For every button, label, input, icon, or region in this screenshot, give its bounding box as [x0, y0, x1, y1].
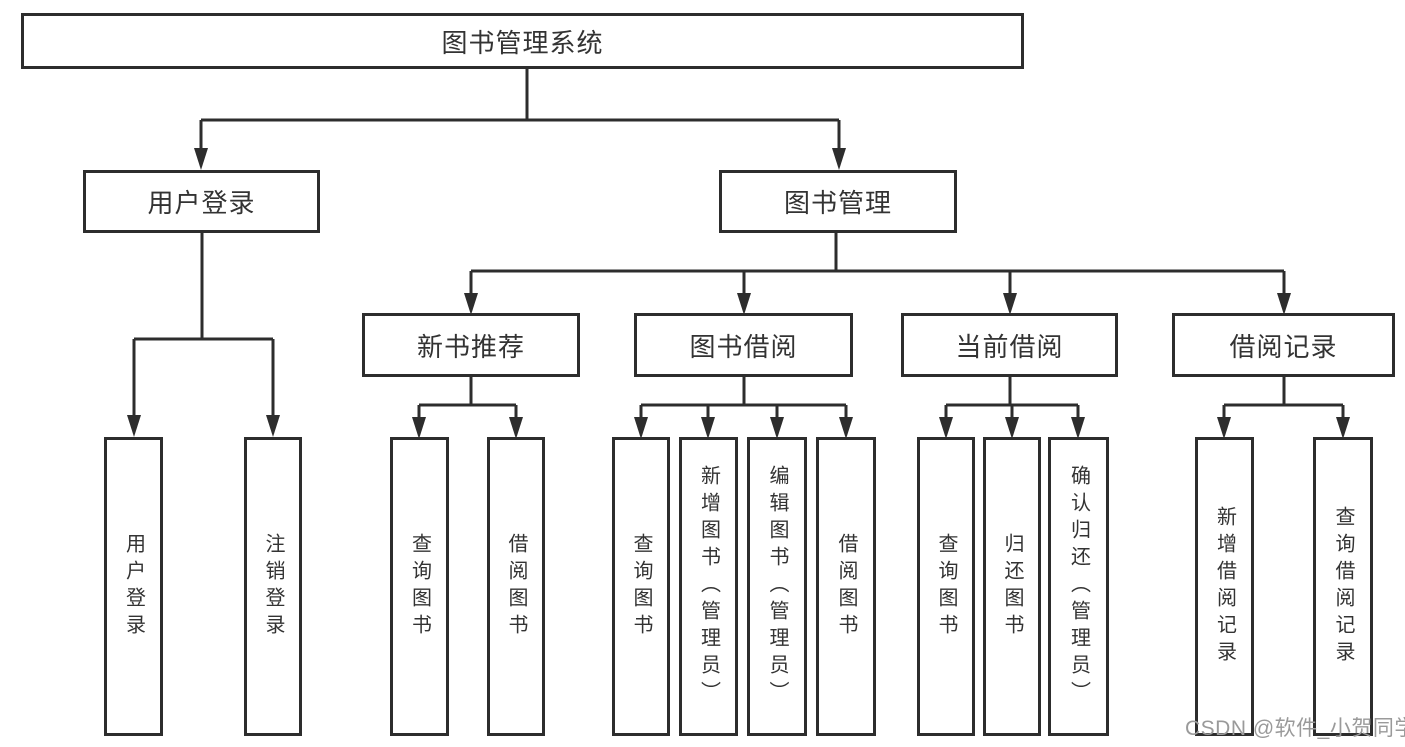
node-label: 图书管理系统: [441, 27, 604, 58]
arrow-down-icon: [412, 417, 426, 439]
leaf-label: 注销登录: [262, 532, 284, 641]
node-label: 图书管理: [783, 188, 892, 218]
arrow-down-icon: [737, 293, 751, 315]
leaf-label: 借阅图书: [505, 532, 527, 641]
leaf-user-login: 用户登录: [104, 437, 163, 736]
arrow-down-icon: [194, 148, 208, 170]
node-book-borrow: 图书借阅: [634, 313, 853, 377]
leaf-label: 归还图书: [1001, 532, 1023, 641]
arrow-down-icon: [1071, 417, 1085, 439]
leaf-query-books: 查询图书: [390, 437, 449, 736]
connector-current-borrow-children: [939, 377, 1085, 439]
leaf-borrow-books: 借阅图书: [816, 437, 876, 736]
arrow-down-icon: [939, 417, 953, 439]
leaf-label: 查询图书: [935, 532, 957, 641]
node-label: 借阅记录: [1229, 331, 1338, 362]
leaf-add-book-admin: 新增图书（管理员）: [679, 437, 738, 736]
node-borrow-records: 借阅记录: [1172, 313, 1395, 377]
leaf-return-books: 归还图书: [983, 437, 1041, 736]
arrow-down-icon: [1277, 293, 1291, 315]
arrow-down-icon: [634, 417, 648, 439]
node-library-management-system: 图书管理系统: [21, 13, 1024, 69]
leaf-edit-book-admin: 编辑图书（管理员）: [747, 437, 807, 736]
node-book-management: 图书管理: [719, 170, 957, 233]
arrow-down-icon: [770, 417, 784, 439]
node-label: 用户登录: [147, 188, 256, 218]
arrow-down-icon: [839, 417, 853, 439]
leaf-add-borrow-record: 新增借阅记录: [1195, 437, 1254, 736]
node-new-book-recommend: 新书推荐: [362, 313, 580, 377]
arrow-down-icon: [266, 415, 280, 437]
arrow-down-icon: [701, 417, 715, 439]
leaf-label: 新增借阅记录: [1213, 505, 1236, 668]
connector-book-management-children: [464, 233, 1291, 315]
connector-new-book-children: [412, 377, 523, 439]
arrow-down-icon: [1336, 417, 1350, 439]
leaf-query-books: 查询图书: [917, 437, 975, 736]
leaf-label: 查询借阅记录: [1332, 505, 1354, 668]
arrow-down-icon: [464, 293, 478, 315]
leaf-label: 查询图书: [408, 532, 431, 641]
connector-book-borrow-children: [634, 377, 853, 439]
arrow-down-icon: [509, 417, 523, 439]
connector-user-login-children: [127, 233, 280, 437]
node-label: 新书推荐: [416, 331, 525, 362]
node-label: 当前借阅: [955, 331, 1064, 362]
leaf-label: 编辑图书（管理员）: [766, 465, 788, 708]
leaf-label: 用户登录: [122, 532, 145, 641]
arrow-down-icon: [1003, 293, 1017, 315]
node-user-login: 用户登录: [83, 170, 320, 233]
leaf-borrow-books: 借阅图书: [487, 437, 545, 736]
connector-root-to-level1: [194, 69, 846, 170]
connector-borrow-records-children: [1217, 377, 1350, 439]
leaf-logout: 注销登录: [244, 437, 302, 736]
leaf-label: 借阅图书: [835, 532, 857, 641]
arrow-down-icon: [1005, 417, 1019, 439]
arrow-down-icon: [127, 415, 141, 437]
node-current-borrow: 当前借阅: [901, 313, 1118, 377]
leaf-query-borrow-record: 查询借阅记录: [1313, 437, 1373, 736]
leaf-label: 确认归还（管理员）: [1067, 465, 1090, 708]
leaf-query-books: 查询图书: [612, 437, 670, 736]
arrow-down-icon: [832, 148, 846, 170]
node-label: 图书借阅: [689, 331, 798, 362]
leaf-confirm-return-admin: 确认归还（管理员）: [1048, 437, 1109, 736]
leaf-label: 新增图书（管理员）: [697, 465, 720, 708]
arrow-down-icon: [1217, 417, 1231, 439]
leaf-label: 查询图书: [630, 532, 652, 641]
csdn-watermark: CSDN @软件_小贺同学: [1185, 717, 1405, 740]
